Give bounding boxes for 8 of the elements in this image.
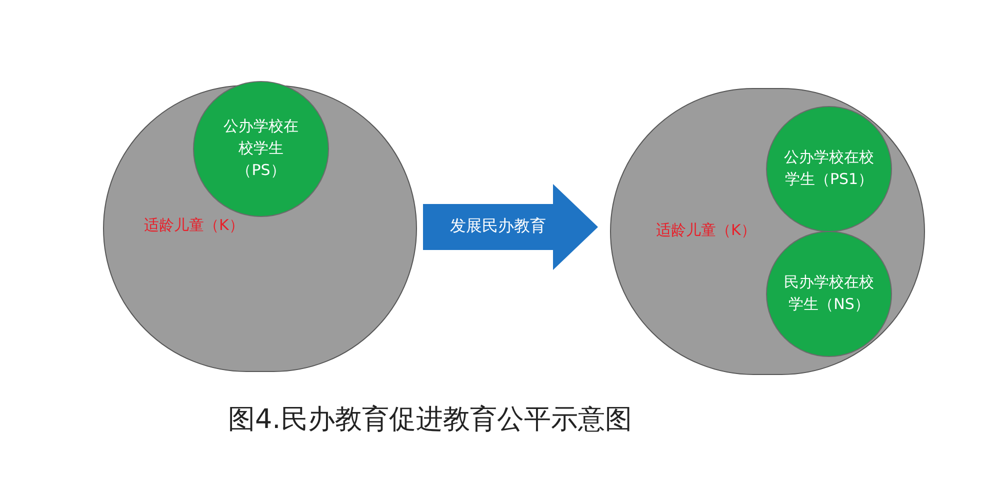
- edge-label: 发展民办教育: [449, 218, 547, 234]
- block-arrow: [423, 184, 598, 270]
- circle-label: 公办学校在校学生（PS1）: [783, 147, 875, 190]
- caption: 图4.民办教育促进教育公平示意图: [228, 403, 633, 437]
- circle-label: 公办学校在校学生（PS）: [222, 116, 300, 181]
- circle-label: 民办学校在校学生（NS）: [783, 272, 875, 315]
- group-label: 适龄儿童（K）: [144, 216, 245, 235]
- group-label: 适龄儿童（K）: [656, 221, 757, 240]
